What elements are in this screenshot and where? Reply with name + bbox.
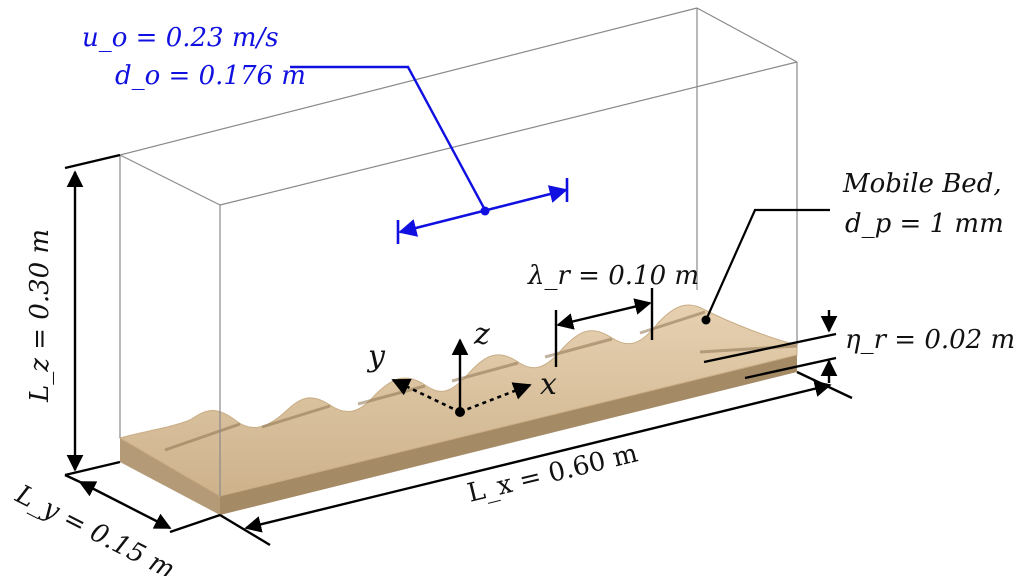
x-axis-label: x xyxy=(540,367,557,402)
y-axis-label: y xyxy=(366,339,386,374)
flow-leader-line xyxy=(290,65,487,211)
lz-label: L_z = 0.30 m xyxy=(25,229,55,403)
axes-origin xyxy=(455,407,465,417)
bed-leader-line xyxy=(704,208,830,321)
bed-annotation: Mobile Bed, d_p = 1 mm xyxy=(701,169,1004,325)
bed-front-face xyxy=(120,438,220,515)
bed-label-line2: d_p = 1 mm xyxy=(845,209,1004,239)
bed-label-line1: Mobile Bed, xyxy=(842,169,1002,199)
amplitude-label: η_r = 0.02 m xyxy=(845,325,1015,355)
bed-rippled-surface xyxy=(118,304,798,497)
amplitude-dimension: η_r = 0.02 m xyxy=(703,310,1015,383)
flow-annotation: u_o = 0.23 m/s d_o = 0.176 m xyxy=(82,23,569,244)
box-back-edges xyxy=(119,7,798,290)
coordinate-axes: z x y xyxy=(366,317,557,417)
flow-arrow-dot xyxy=(480,206,490,216)
wavelength-dimension: λ_r = 0.10 m xyxy=(527,261,699,367)
box-front-edges xyxy=(119,61,798,496)
wavelength-label: λ_r = 0.10 m xyxy=(527,261,699,291)
flow-velocity-label: u_o = 0.23 m/s xyxy=(82,23,279,53)
ly-label: L_y = 0.15 m xyxy=(10,479,180,576)
lx-label: L_x = 0.60 m xyxy=(465,438,641,508)
lz-dimension: L_z = 0.30 m xyxy=(25,153,121,477)
bed-leader-dot xyxy=(701,315,711,325)
z-axis-label: z xyxy=(473,317,490,352)
flow-depth-label: d_o = 0.176 m xyxy=(115,61,306,91)
